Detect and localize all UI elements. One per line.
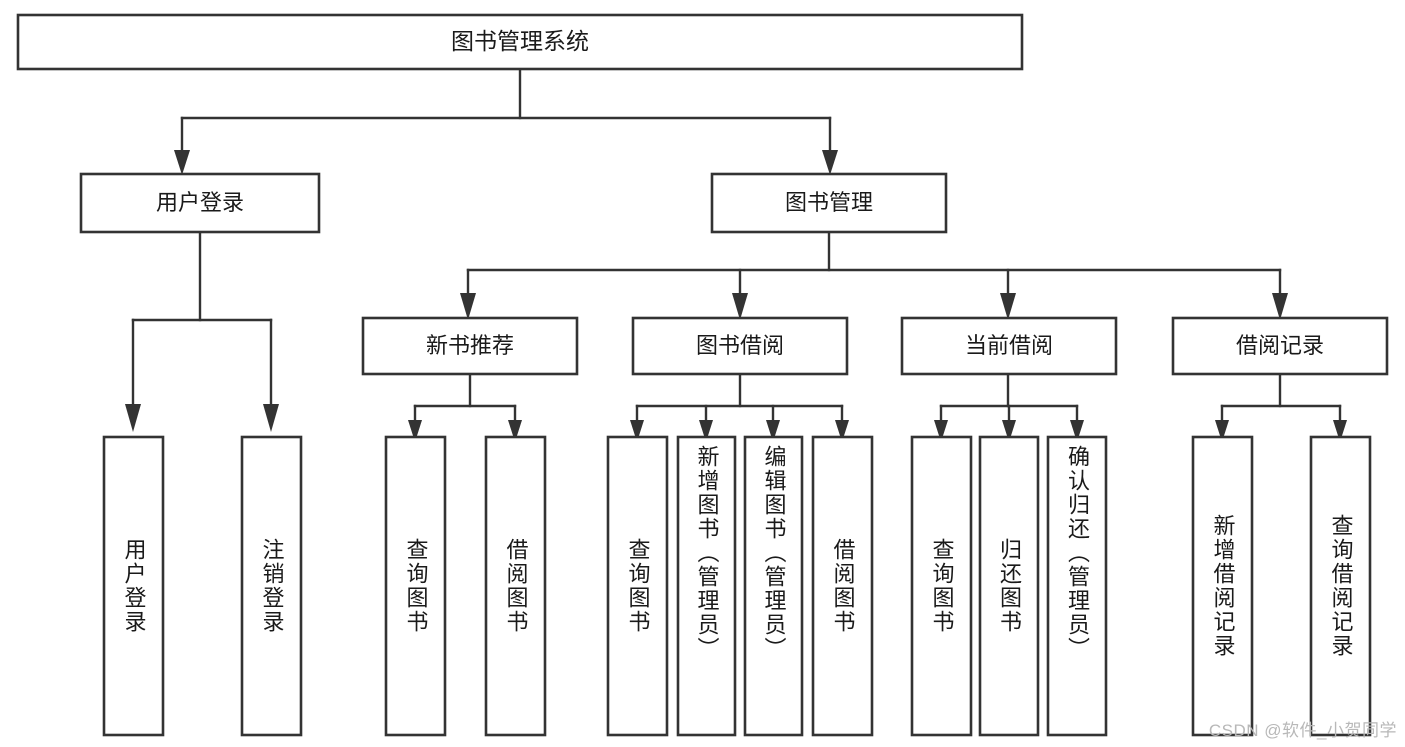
node-user-login[interactable]: 用户登录 xyxy=(79,172,321,234)
leaf-box-user-login[interactable] xyxy=(102,435,165,737)
node-book-manage-label: 图书管理 xyxy=(785,190,873,215)
arrowhead-currentborrow xyxy=(1000,293,1016,320)
leaf-box-borrow-lend[interactable] xyxy=(811,435,874,737)
node-current-borrow-box[interactable] xyxy=(900,316,1118,376)
node-current-borrow[interactable]: 当前借阅 xyxy=(900,316,1118,376)
arrowhead-borrow-leaf-2 xyxy=(699,420,713,442)
node-new-book-recommend-box[interactable] xyxy=(361,316,579,376)
leaf-box-newbook-borrow[interactable] xyxy=(484,435,547,737)
leaf-box-record-query[interactable] xyxy=(1309,435,1372,737)
leaf-box-current-confirm[interactable] xyxy=(1046,435,1108,737)
node-new-book-recommend-label: 新书推荐 xyxy=(426,333,514,358)
leaf-box-record-add[interactable] xyxy=(1191,435,1254,737)
arrowhead-borrow-leaf-4 xyxy=(835,420,849,442)
leaf-box-current-return[interactable] xyxy=(978,435,1040,737)
arrowhead-record-leaf-2 xyxy=(1333,420,1347,442)
leaf-box-logout[interactable] xyxy=(240,435,303,737)
node-book-manage[interactable]: 图书管理 xyxy=(710,172,948,234)
node-current-borrow-label: 当前借阅 xyxy=(965,333,1053,358)
node-root-label: 图书管理系统 xyxy=(451,28,589,54)
arrowhead-newbook-leaf-2 xyxy=(508,420,522,442)
node-borrow-record[interactable]: 借阅记录 xyxy=(1171,316,1389,376)
arrowhead-user-login xyxy=(174,150,190,175)
arrowheads-group xyxy=(125,150,1347,442)
leaf-box-borrow-query[interactable] xyxy=(606,435,669,737)
arrowhead-borrow-leaf-1 xyxy=(630,420,644,442)
arrowhead-leaf-user-login xyxy=(125,404,141,432)
arrowhead-current-leaf-3 xyxy=(1070,420,1084,442)
node-borrow-record-box[interactable] xyxy=(1171,316,1389,376)
node-borrow-record-label: 借阅记录 xyxy=(1236,333,1324,358)
arrowhead-current-leaf-1 xyxy=(934,420,948,442)
leaf-box-borrow-edit[interactable] xyxy=(743,435,804,737)
node-book-borrow[interactable]: 图书借阅 xyxy=(631,316,849,376)
node-book-borrow-label: 图书借阅 xyxy=(696,333,784,358)
node-user-login-box[interactable] xyxy=(79,172,321,234)
leaf-box-current-query[interactable] xyxy=(910,435,973,737)
watermark-label: CSDN @软件_小贺同学 xyxy=(1208,721,1397,740)
leaf-box-newbook-query[interactable] xyxy=(384,435,447,737)
node-user-login-label: 用户登录 xyxy=(156,190,244,215)
arrowhead-current-leaf-2 xyxy=(1002,420,1016,442)
node-book-borrow-box[interactable] xyxy=(631,316,849,376)
arrowhead-newbook-leaf-1 xyxy=(408,420,422,442)
arrowhead-borrowrecord xyxy=(1272,293,1288,320)
arrowhead-record-leaf-1 xyxy=(1215,420,1229,442)
arrowhead-borrow-leaf-3 xyxy=(766,420,780,442)
leaf-box-borrow-add[interactable] xyxy=(676,435,737,737)
node-new-book-recommend[interactable]: 新书推荐 xyxy=(361,316,579,376)
arrowhead-bookborrow xyxy=(732,293,748,320)
arrowhead-newbook xyxy=(460,293,476,320)
edges-group xyxy=(131,67,1342,424)
arrowhead-leaf-logout xyxy=(263,404,279,432)
node-root[interactable]: 图书管理系统 xyxy=(16,13,1024,71)
node-root-box[interactable] xyxy=(16,13,1024,71)
arrowhead-book-manage xyxy=(822,150,838,175)
node-book-manage-box[interactable] xyxy=(710,172,948,234)
